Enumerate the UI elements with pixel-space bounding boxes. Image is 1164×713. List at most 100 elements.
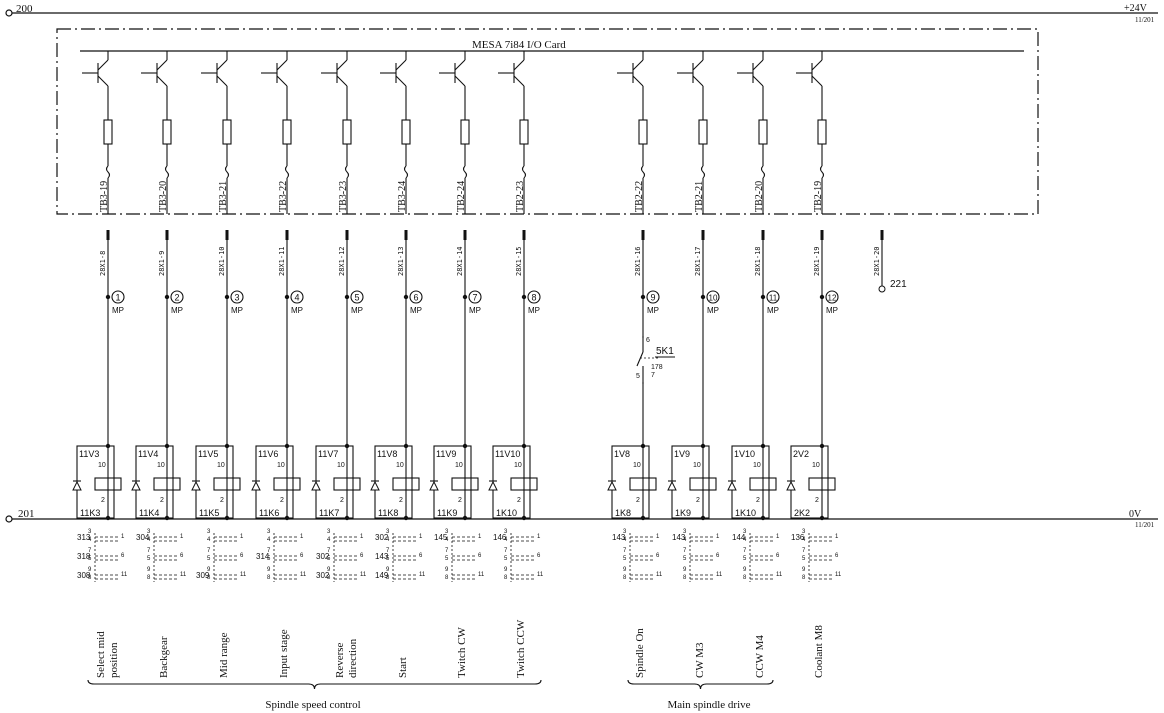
mp-marker-number: 6 [413,293,418,303]
junction-dot-bottom [164,515,170,521]
transistor-emitter [752,75,764,87]
junction-dot-bottom [462,515,468,521]
contact-pin: 1 [835,534,839,540]
contact-pin: 11 [240,572,247,578]
relay-label: 11K4 [139,508,159,518]
contact-pin: 9 [743,567,747,573]
junction-dot-bottom [819,515,825,521]
contact-pin: 11 [656,572,663,578]
mp-label: MP [528,306,540,315]
mp-marker-circle [170,290,184,304]
contact-pin: 8 [327,575,331,581]
contact-pin: 6 [716,553,720,559]
relay-label: 11K6 [259,508,279,518]
contact-crossref: 302 [375,533,389,542]
junction-dot-bottom [284,515,290,521]
junction-dot [105,294,111,300]
junction-dot [462,294,468,300]
mp-marker-circle [646,290,660,304]
contact-pin: 3 [267,529,271,535]
transistor-collector [752,59,764,71]
coil-pin-top: 10 [337,462,345,469]
diode-label: 11V8 [377,449,397,459]
junction-dot [760,294,766,300]
mp-label: MP [767,306,779,315]
x1-terminal-label: 28X1-16 [634,246,642,276]
mp-label: MP [291,306,303,315]
coil-pin-top: 10 [514,462,522,469]
contact-pin: 5 [623,556,627,562]
function-label: CW M3 [694,642,706,678]
mp-marker-number: 12 [828,294,837,303]
junction-dot-top [462,443,468,449]
transistor-collector [454,59,466,71]
mp-marker-number: 11 [769,294,778,303]
contact-crossref: 143 [375,552,389,561]
contact-crossref: 313 [77,533,91,542]
io-card-boundary [56,28,1039,215]
junction-dot-top [403,443,409,449]
contact-pin: 11 [776,572,783,578]
transistor-emitter [336,75,348,87]
connector-plug [344,165,350,179]
function-label: Select mid [95,631,107,678]
contact-pin: 5 [327,556,331,562]
contact-blade [636,351,644,367]
function-label: Twitch CW [456,627,468,678]
relay-label: 1K9 [675,508,691,518]
contact-pin: 3 [445,529,449,535]
group-label-drive: Main spindle drive [667,699,750,711]
transistor-collector [156,59,168,71]
contact-pin: 1 [716,534,720,540]
contact-pin: 3 [147,529,151,535]
relay-coil [689,477,717,491]
coil-pin-bottom: 2 [458,497,462,504]
contact-pin: 1 [656,534,660,540]
contact-pin: 8 [623,575,627,581]
contact-crossref: 308 [77,571,91,580]
junction-dot-top [640,443,646,449]
top-rail-right-label: +24V [1124,3,1148,14]
contact-pin: 5 [445,556,449,562]
transistor-emitter [97,75,109,87]
contact-pin: 3 [683,529,687,535]
relay-coil [333,477,361,491]
transistor-collector [395,59,407,71]
x1-terminal-label: 28X1-15 [515,246,523,276]
junction-dot-top [819,443,825,449]
contact-pin: 4 [88,537,92,543]
contact-pin: 8 [147,575,151,581]
connector-plug [819,165,825,179]
contact-pin: 5 [147,556,151,562]
contact-pin: 8 [386,575,390,581]
contact-pin: 3 [207,529,211,535]
junction-dot-top [344,443,350,449]
contact-pin: 4 [683,537,687,543]
coil-pin-bottom: 2 [101,497,105,504]
contact-pin: 11 [180,572,187,578]
contact-gap-mask [638,338,648,382]
5k1-pin-5: 5 [636,373,640,380]
mp-label: MP [171,306,183,315]
function-label: Start [397,657,409,678]
contact-pin: 8 [445,575,449,581]
junction-dot-top [284,443,290,449]
contact-pin: 5 [504,556,508,562]
junction-dot [224,294,230,300]
flyback-diode [488,480,498,491]
function-label: Twitch CCW [515,619,527,678]
contact-pin: 1 [300,534,304,540]
coil-pin-bottom: 2 [756,497,760,504]
mp-marker-number: 7 [472,293,477,303]
function-label: Input stage [278,629,290,678]
junction-dot [344,294,350,300]
connector-plug [521,165,527,179]
